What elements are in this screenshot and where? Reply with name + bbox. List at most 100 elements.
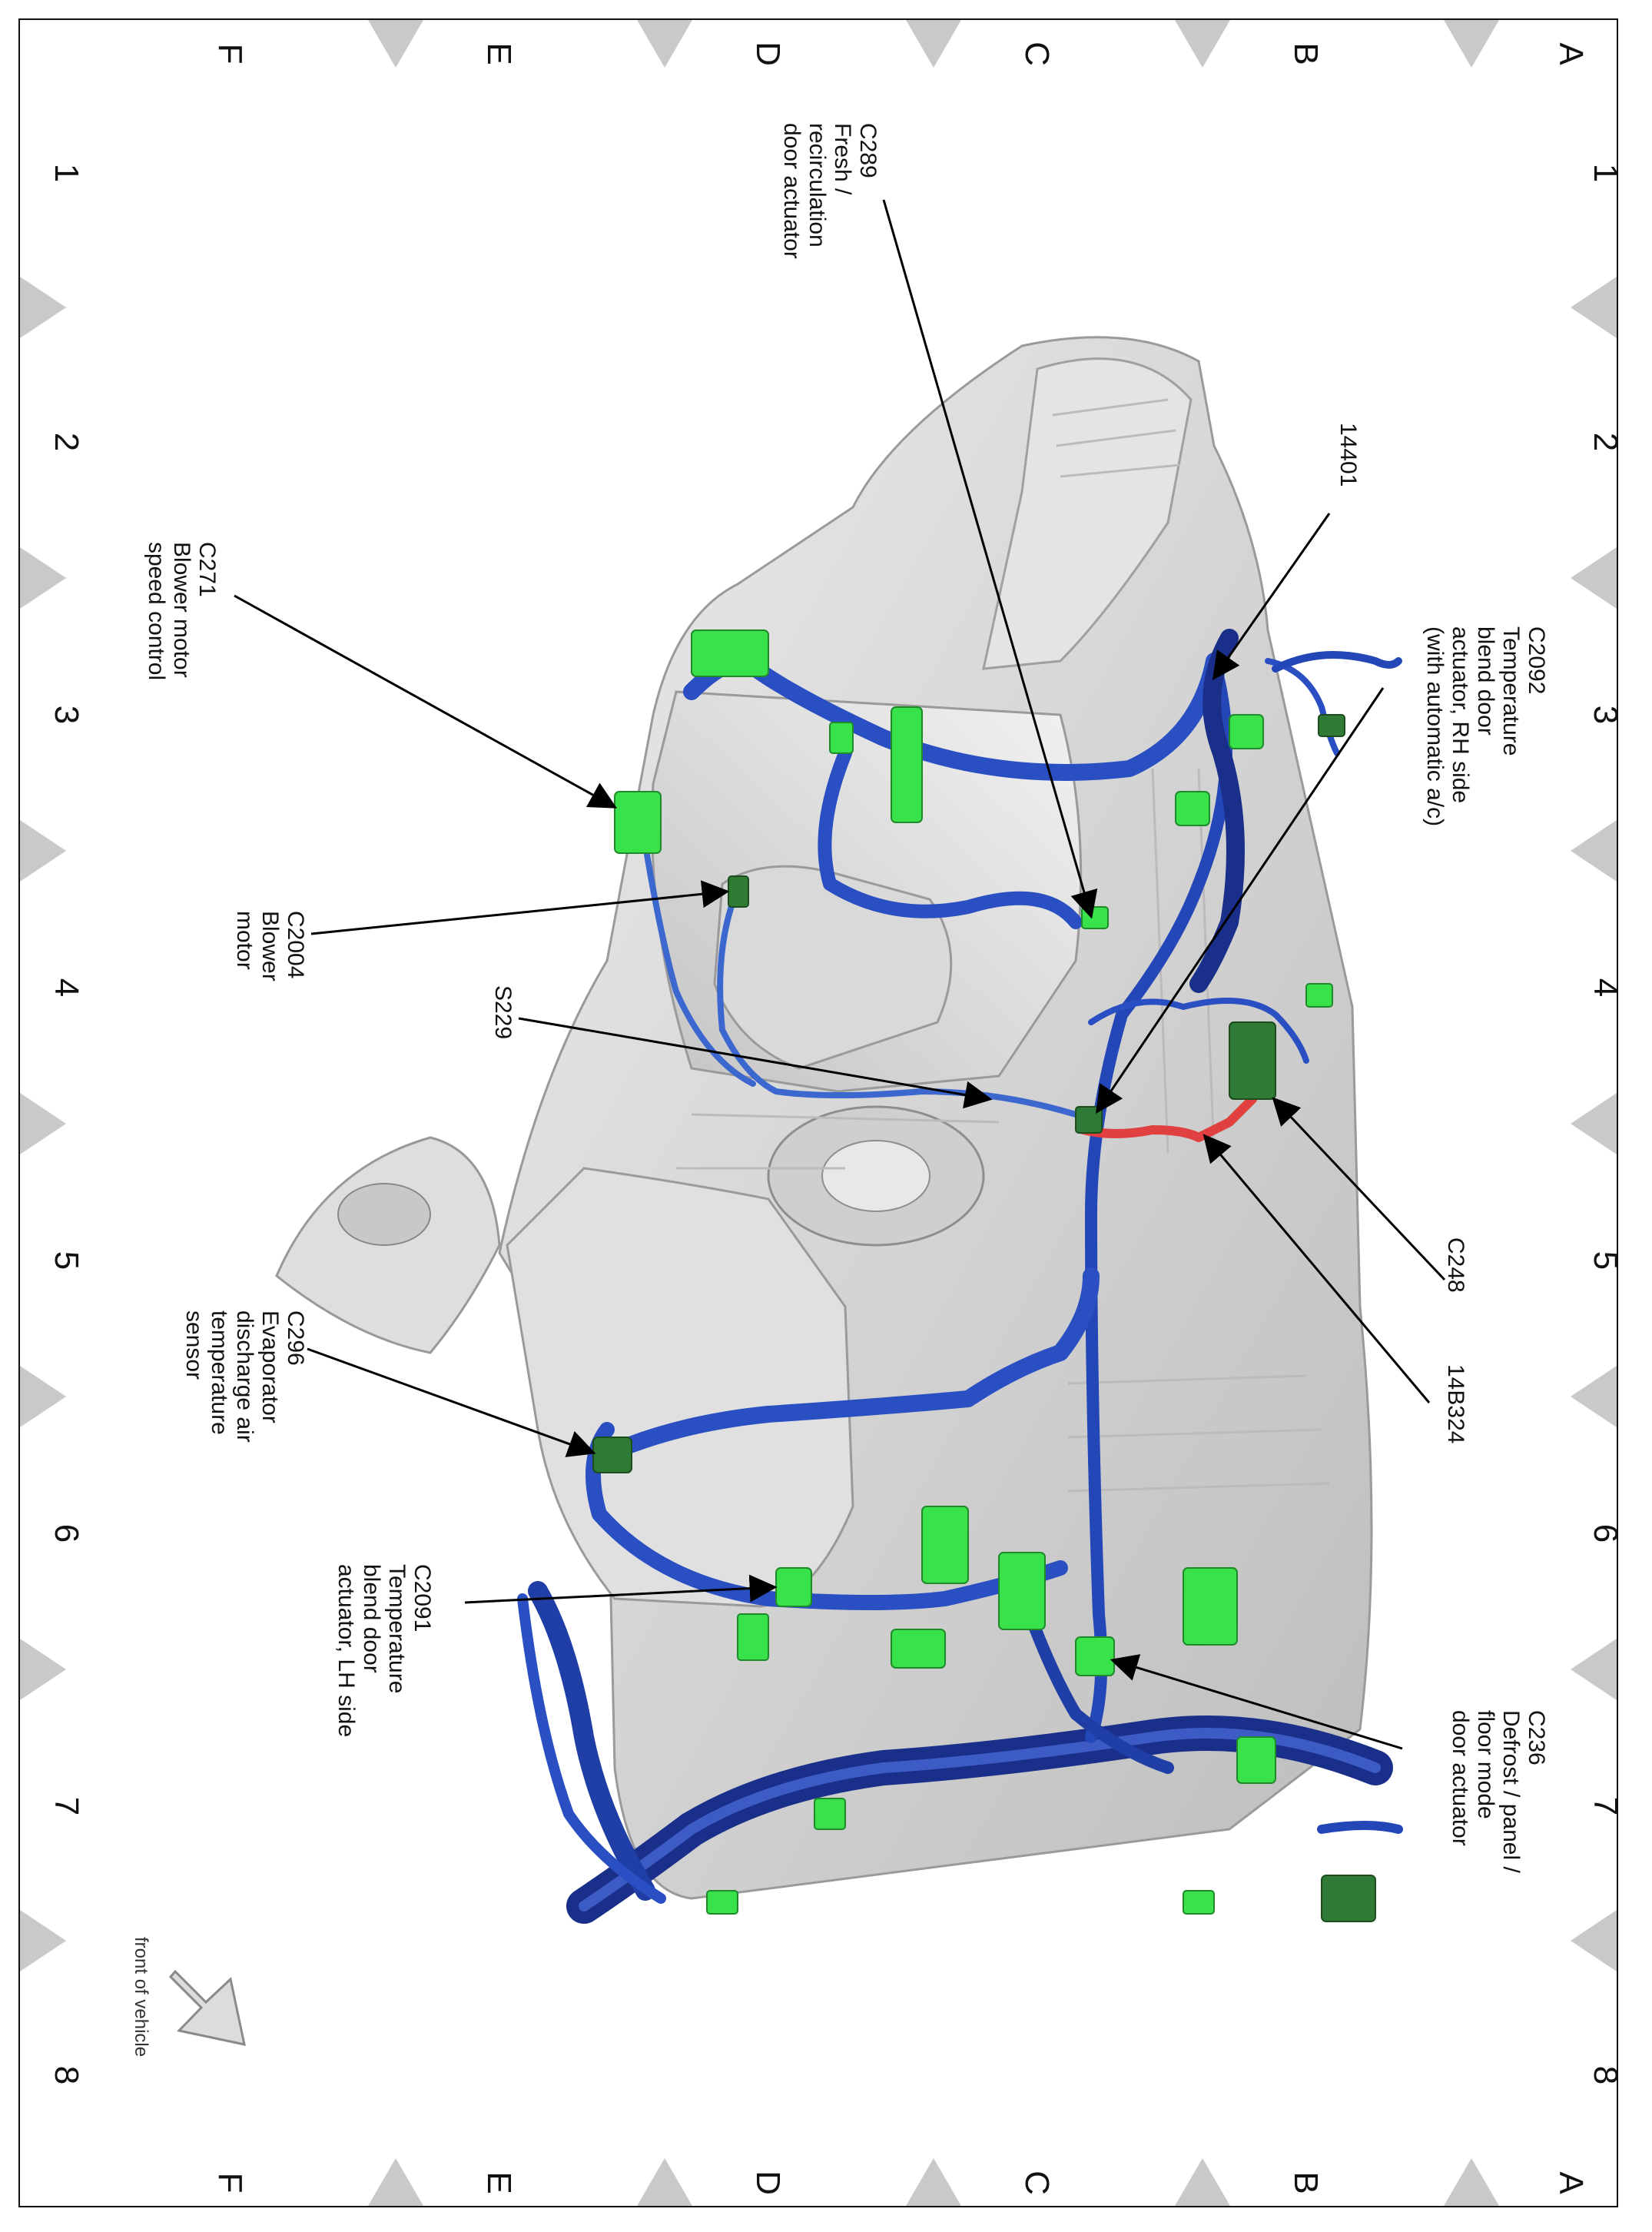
grid-column-label-left-5: 5	[48, 1251, 85, 1270]
harness-mid-loop	[622, 1267, 1100, 1453]
grid-marker-right-6	[1571, 1910, 1617, 1971]
grid-row-label-bottom-c: C	[1018, 2171, 1056, 2195]
connector-c2091	[775, 1567, 812, 1607]
leader-c2092	[1095, 687, 1385, 1114]
housing-blower-motor-mount	[713, 865, 953, 1070]
grid-marker-top-2	[906, 20, 961, 68]
leader-c296	[307, 1347, 596, 1457]
connector-c2092	[1075, 1106, 1103, 1134]
callout-c271: C271 Blower motor speed control	[144, 542, 220, 684]
grid-row-label-bottom-f: F	[211, 2173, 249, 2194]
callout-c289: C289 Fresh / recirculation door actuator	[779, 123, 881, 259]
leader-14401	[1212, 513, 1331, 680]
connector-c289	[1081, 906, 1109, 929]
grid-marker-top-3	[637, 20, 692, 68]
grid-marker-right-0	[1571, 277, 1617, 338]
grid-column-label-right-2: 2	[1587, 433, 1624, 451]
grid-column-label-right-8: 8	[1587, 2066, 1624, 2084]
leader-c289	[882, 199, 1098, 919]
grid-marker-left-3	[20, 1093, 66, 1154]
grid-marker-top-4	[368, 20, 423, 68]
harness-left-branch	[528, 1581, 655, 1901]
grid-marker-left-0	[20, 277, 66, 338]
callout-c248: C248	[1443, 1237, 1468, 1293]
grid-column-label-right-6: 6	[1587, 1524, 1624, 1543]
grid-column-label-left-3: 3	[48, 706, 85, 724]
connector-top-3	[1318, 714, 1345, 737]
front-of-vehicle-arrow-icon	[168, 1969, 246, 2046]
harness-c248-branch	[1088, 998, 1309, 1064]
leader-c2004	[310, 880, 730, 935]
grid-marker-right-5	[1571, 1639, 1617, 1700]
harness-lower-left-harness	[517, 1593, 666, 1904]
grid-marker-right-3	[1571, 1093, 1617, 1154]
connector-top-1	[1175, 791, 1210, 826]
callout-c2092: C2092 Temperature blend door actuator, R…	[1422, 626, 1549, 826]
grid-marker-bottom-3	[637, 2158, 692, 2206]
connector-c296	[592, 1437, 632, 1473]
orientation-indicator: front of vehicle	[131, 1937, 246, 2057]
grid-column-label-left-8: 8	[48, 2066, 85, 2084]
grid-marker-bottom-2	[906, 2158, 961, 2206]
callout-c2004: C2004 Blower motor	[232, 911, 308, 988]
leader-lines	[234, 199, 1446, 1750]
connector-bundle-3	[829, 722, 854, 754]
grid-marker-left-4	[20, 1366, 66, 1427]
harness-main-trunk-highlight	[579, 1728, 1381, 1911]
grid-column-label-right-7: 7	[1587, 1797, 1624, 1815]
connector-c271	[614, 791, 662, 854]
leader-s229	[518, 1017, 993, 1109]
grid-marker-bottom-1	[1175, 2158, 1230, 2206]
grid-marker-left-1	[20, 547, 66, 609]
grid-marker-right-1	[1571, 547, 1617, 609]
grid-column-label-left-4: 4	[48, 978, 85, 997]
callout-c296: C296 Evaporator discharge air temperatur…	[181, 1310, 308, 1449]
connector-bundle-2	[891, 706, 923, 823]
grid-row-label-top-a: A	[1552, 42, 1590, 65]
grid-column-label-left-6: 6	[48, 1524, 85, 1543]
grid-marker-right-2	[1571, 820, 1617, 882]
connector-lower-1	[814, 1798, 846, 1830]
grid-row-label-bottom-d: D	[749, 2171, 787, 2195]
grid-row-label-top-e: E	[480, 42, 518, 65]
grid-column-label-left-1: 1	[48, 164, 85, 182]
grid-column-label-right-4: 4	[1587, 978, 1624, 997]
connector-lower-3	[1321, 1875, 1376, 1922]
grid-row-label-top-f: F	[211, 44, 249, 65]
grid-column-label-left-7: 7	[48, 1797, 85, 1815]
grid-edge-markers	[20, 20, 1617, 2206]
callout-14401: 14401	[1335, 423, 1361, 487]
connectors	[592, 629, 1376, 1922]
grid-column-label-right-5: 5	[1587, 1251, 1624, 1270]
grid-column-label-left-2: 2	[48, 433, 85, 451]
harness-c271-wire	[642, 842, 756, 1087]
grid-row-label-top-b: B	[1287, 42, 1325, 65]
leader-c236	[1110, 1654, 1403, 1750]
callout-s229: S229	[490, 985, 516, 1039]
harness-far-right-exit	[1317, 1821, 1403, 1834]
leader-c248	[1272, 1097, 1446, 1281]
connector-mid-4	[1183, 1567, 1238, 1646]
connector-mid-5	[737, 1613, 769, 1661]
grid-column-label-right-1: 1	[1587, 164, 1624, 182]
connector-lower-5	[1183, 1890, 1215, 1915]
grid-row-label-top-d: D	[749, 42, 787, 66]
connector-c248	[1229, 1021, 1276, 1100]
connector-lower-2	[1236, 1736, 1276, 1784]
callout-c2091: C2091 Temperature blend door actuator, L…	[333, 1564, 435, 1737]
harness-top-exit	[1272, 651, 1402, 673]
grid-row-label-bottom-b: B	[1287, 2171, 1325, 2194]
harness-red-wire-14b324	[1079, 1094, 1257, 1142]
leader-c2091	[464, 1574, 778, 1604]
grid-row-label-top-c: C	[1018, 42, 1056, 66]
connector-c2004	[728, 875, 749, 908]
grid-marker-top-0	[1444, 20, 1499, 68]
grid-marker-top-1	[1175, 20, 1230, 68]
harness-bottom-right-curve	[1023, 1608, 1174, 1774]
connector-mid-1	[921, 1506, 969, 1584]
connector-top-4	[1305, 983, 1333, 1008]
grid-marker-left-2	[20, 820, 66, 882]
front-of-vehicle-label: front of vehicle	[131, 1937, 151, 2057]
connector-mid-3	[891, 1629, 946, 1669]
